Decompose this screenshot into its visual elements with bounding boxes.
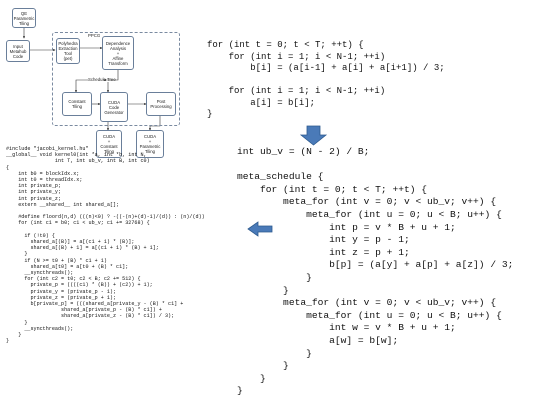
- code-line: private_z = (private_p + 1);: [6, 294, 117, 301]
- code-line: if (!t0) {: [6, 232, 55, 239]
- code-line: b[i] = (a[i-1] + a[i] + a[i+1]) / 3;: [207, 63, 445, 73]
- code-line: }: [6, 332, 22, 339]
- code-line: for (int i = 1; i < N-1; ++i): [207, 51, 386, 62]
- code-line: #define floord(n,d) (((n)<0) ? -((-(n)+(…: [6, 214, 205, 221]
- code-line: }: [6, 338, 10, 345]
- code-line: shared_a[(B) + 1] = a[(c1 + 1) * (B) + 1…: [6, 245, 159, 252]
- ppcg-label: PPCG: [88, 33, 101, 38]
- code-line: b[p] = (a[y] + a[p] + a[z]) / 3;: [237, 259, 514, 271]
- code-line: }: [237, 284, 289, 296]
- code-line: for (int c2 = t0; c2 < B; c2 += 512) {: [6, 276, 141, 283]
- code-line: for (int i = 1; i < N-1; ++i): [207, 86, 386, 96]
- node-qe-parametric-tiling: QE Parametric Tiling: [12, 8, 36, 28]
- code-line: if (N >= t0 + (B) * c1 + 1): [6, 257, 107, 264]
- code-line: meta_schedule {: [237, 171, 324, 183]
- node-post-processing: Post Processing: [146, 92, 176, 116]
- edge-dependence-schedule: [103, 70, 119, 82]
- code-line: meta_for (int v = 0; v < ub_v; v++) {: [237, 196, 497, 208]
- code-line: int private_y;: [6, 189, 62, 196]
- code-line: }: [6, 251, 28, 258]
- down-arrow-icon: [299, 125, 328, 146]
- code-line: __syncthreads();: [6, 325, 74, 332]
- edge-schedule-constant: [74, 79, 88, 93]
- code-line: }: [207, 109, 213, 119]
- code-line: private_p = ((((c1) * (B)) + (c2)) + 1);: [6, 282, 153, 289]
- code-line: shared_a[t0] = a[t0 + (B) * c1];: [6, 263, 129, 270]
- code-line: a[i] = b[i];: [207, 97, 316, 108]
- code-line: shared_a[(B)] = a[(c1 + 1) * (B)];: [6, 239, 135, 246]
- node-constant-tiling: Constant Tiling: [62, 92, 92, 116]
- code-line: meta_for (int u = 0; u < B; u++) {: [237, 208, 502, 220]
- code-line: __syncthreads();: [6, 270, 74, 277]
- code-line: meta_for (int u = 0; u < B; u++) {: [237, 309, 502, 321]
- meta-schedule-code: int ub_v = (N - 2) / B; meta_schedule { …: [237, 146, 513, 398]
- code-line: extern __shared__ int shared_a[];: [6, 201, 120, 208]
- code-line: }: [237, 372, 266, 384]
- code-line: }: [237, 347, 312, 359]
- node-cuda-parametric-tiling: CUDA + Parametric Tiling: [136, 130, 164, 158]
- code-line: }: [6, 319, 28, 326]
- node-cuda-constant-tiling: CUDA + Constant Tiling: [96, 130, 122, 158]
- code-line: }: [237, 360, 289, 372]
- left-arrow-icon: [247, 221, 273, 237]
- code-line: [237, 159, 513, 172]
- code-line: shared_a[private_p - (B) * c1]) +: [6, 307, 162, 314]
- code-line: for (int t = 0; t < T; ++t) {: [237, 183, 427, 195]
- code-line: [207, 75, 445, 87]
- code-line: for (int t = 0; t < T; ++t) {: [207, 40, 364, 50]
- code-line: private_y = (private_p - 1);: [6, 288, 117, 295]
- code-line: int T, int ub_v, int B, int c0): [6, 158, 150, 165]
- node-dependence-analysis: Dependence Analysis + Affine Transform: [102, 36, 134, 70]
- cuda-kernel-code: #include "jacobi_kernel.hu"__global__ vo…: [6, 146, 205, 345]
- code-line: a[w] = b[w];: [237, 334, 399, 346]
- code-line: int p = v * B + u + 1;: [237, 221, 456, 233]
- stencil-source-code: for (int t = 0; t < T; ++t) { for (int i…: [207, 40, 445, 121]
- code-line: int z = p + 1;: [237, 246, 410, 258]
- code-line: }: [237, 385, 243, 397]
- code-line: int t0 = threadIdx.x;: [6, 177, 83, 184]
- code-line: b[private_p] = (((shared_a[private_y - (…: [6, 301, 184, 308]
- ppcg-container: [52, 32, 180, 126]
- code-line: #include "jacobi_kernel.hu": [6, 146, 89, 152]
- code-line: {: [6, 164, 10, 171]
- node-input-metahub-code: Input Metahub Code: [6, 40, 30, 62]
- edge-post-cudaparam: [148, 116, 161, 131]
- code-line: int y = p - 1;: [237, 234, 410, 246]
- node-cuda-code-generator: CUDA Code Generator: [100, 92, 128, 122]
- code-line: shared_a[private_z - (B) * c1]) / 3);: [6, 313, 175, 320]
- code-line: int private_z;: [6, 195, 62, 202]
- node-polyhedra-extraction: Polyhedra Extraction Tool (pet): [56, 38, 80, 64]
- code-line: for (int c1 = b0; c1 < ub_v; c1 += 32768…: [6, 220, 150, 227]
- code-line: meta_for (int v = 0; v < ub_v; v++) {: [237, 297, 497, 309]
- code-line: int private_p;: [6, 183, 62, 190]
- code-line: int w = v * B + u + 1;: [237, 322, 456, 334]
- schedule-tree-label: Schedule Tree: [88, 77, 116, 82]
- code-line: int b0 = blockIdx.x;: [6, 170, 80, 177]
- code-line: }: [237, 271, 312, 283]
- code-line: __global__ void kernel0(int *a, int *b, …: [6, 152, 147, 159]
- code-line: int ub_v = (N - 2) / B;: [237, 146, 370, 157]
